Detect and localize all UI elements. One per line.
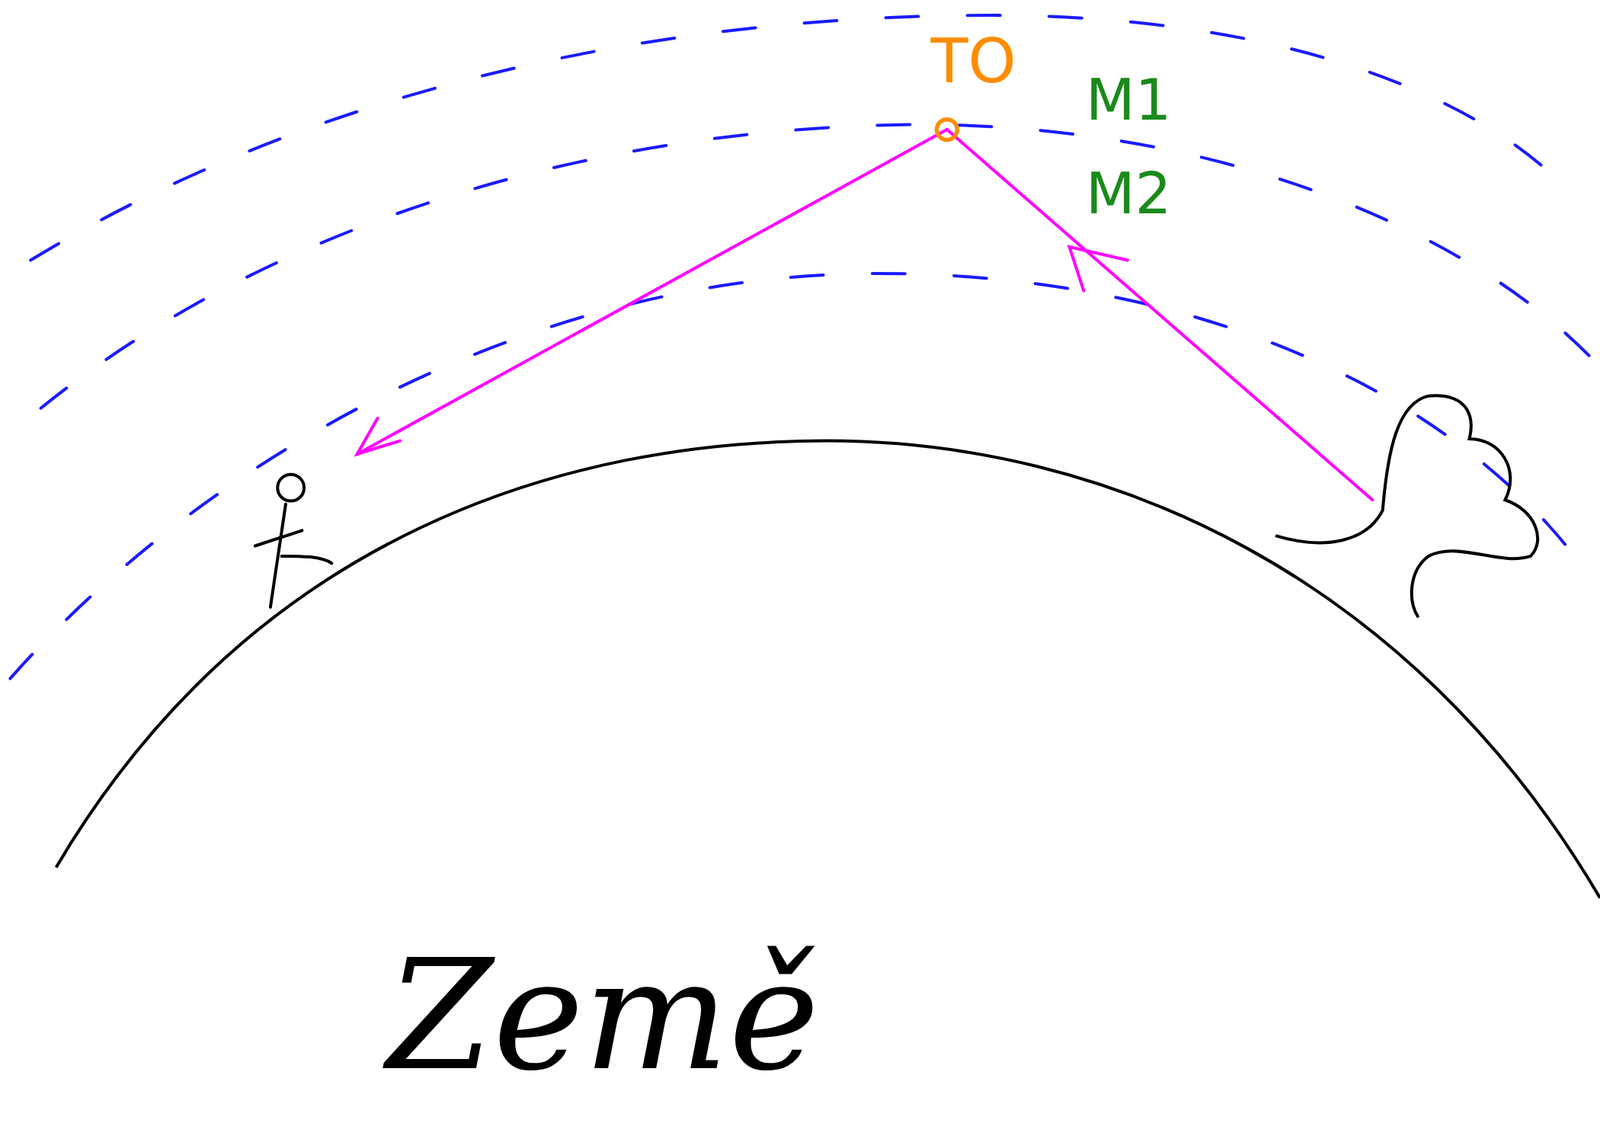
earth-label: Země xyxy=(382,936,824,1094)
signal-down xyxy=(357,129,948,455)
person-figure xyxy=(255,474,332,608)
signal-arrowhead xyxy=(357,418,400,455)
signal-up xyxy=(947,129,1373,500)
layer-arc xyxy=(30,15,1562,260)
signal-arrowhead xyxy=(1069,246,1128,292)
layer-arc xyxy=(9,273,1566,679)
layer-label: M1 xyxy=(1081,69,1176,131)
point-label: TO xyxy=(926,28,1021,95)
reflection-point xyxy=(936,119,957,141)
transmitter-tree xyxy=(1275,395,1538,618)
signal-path xyxy=(357,129,1373,500)
layer-label: M2 xyxy=(1081,163,1176,224)
earth-surface xyxy=(56,441,1600,899)
layer-arc xyxy=(41,124,1600,408)
ionosphere-layers xyxy=(9,15,1600,679)
